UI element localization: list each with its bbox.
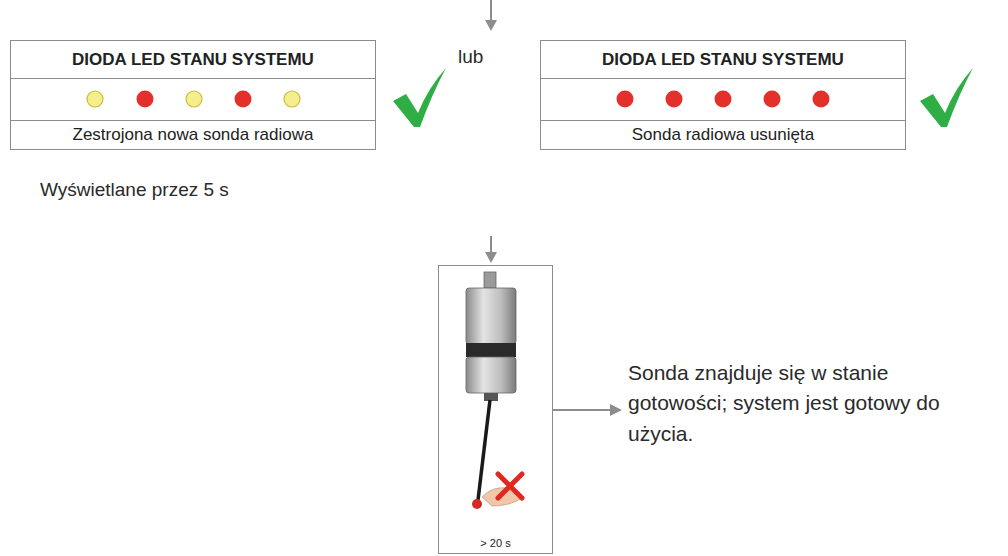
pointer-line bbox=[553, 409, 612, 411]
check-mark bbox=[920, 68, 973, 127]
probe-body bbox=[466, 288, 516, 344]
led-row-cell bbox=[11, 79, 375, 121]
probe-shank bbox=[484, 272, 496, 288]
duration-note: Wyświetlane przez 5 s bbox=[40, 176, 229, 204]
led-row bbox=[87, 91, 300, 108]
led-row-cell bbox=[541, 79, 905, 121]
status-note: Sonda znajduje się w stanie gotowości; s… bbox=[628, 358, 958, 449]
led-red bbox=[715, 91, 732, 108]
led-yellow bbox=[87, 91, 103, 107]
stylus-mount bbox=[484, 393, 498, 401]
status-text: Sonda radiowa usunięta bbox=[632, 125, 814, 145]
stylus bbox=[478, 400, 490, 500]
led-yellow bbox=[186, 91, 202, 107]
table-heading: DIODA LED STANU SYSTEMU bbox=[72, 50, 314, 70]
table-cell: DIODA LED STANU SYSTEMU bbox=[11, 41, 375, 79]
probe-panel: > 20 s bbox=[438, 265, 553, 554]
led-row bbox=[617, 91, 830, 108]
led-yellow bbox=[284, 91, 300, 107]
cross-mark bbox=[498, 474, 522, 498]
probe-illustration bbox=[466, 272, 522, 509]
led-red bbox=[813, 91, 830, 108]
alternative-word: lub bbox=[458, 43, 483, 71]
stylus-ball bbox=[472, 499, 482, 509]
probe-body bbox=[466, 357, 516, 393]
arrow-head bbox=[485, 252, 497, 263]
table-cell: Zestrojona nowa sonda radiowa bbox=[11, 121, 375, 149]
status-text: Zestrojona nowa sonda radiowa bbox=[73, 125, 314, 145]
time-text: > 20 s bbox=[480, 537, 510, 549]
led-red bbox=[235, 91, 252, 108]
led-red bbox=[617, 91, 634, 108]
flow-line bbox=[490, 236, 492, 254]
led-red bbox=[666, 91, 683, 108]
flow-line bbox=[490, 0, 492, 22]
table-cell: DIODA LED STANU SYSTEMU bbox=[541, 41, 905, 79]
arrow-head bbox=[610, 404, 622, 416]
probe-window bbox=[466, 343, 516, 357]
table-cell: Sonda radiowa usunięta bbox=[541, 121, 905, 149]
status-table: DIODA LED STANU SYSTEMU Zestrojona nowa s… bbox=[10, 40, 376, 150]
check-mark bbox=[393, 68, 446, 127]
arrow-head bbox=[485, 20, 497, 31]
led-red bbox=[764, 91, 781, 108]
status-table: DIODA LED STANU SYSTEMU Sonda radiowa usu… bbox=[540, 40, 906, 150]
table-heading: DIODA LED STANU SYSTEMU bbox=[602, 50, 844, 70]
led-red bbox=[137, 91, 154, 108]
